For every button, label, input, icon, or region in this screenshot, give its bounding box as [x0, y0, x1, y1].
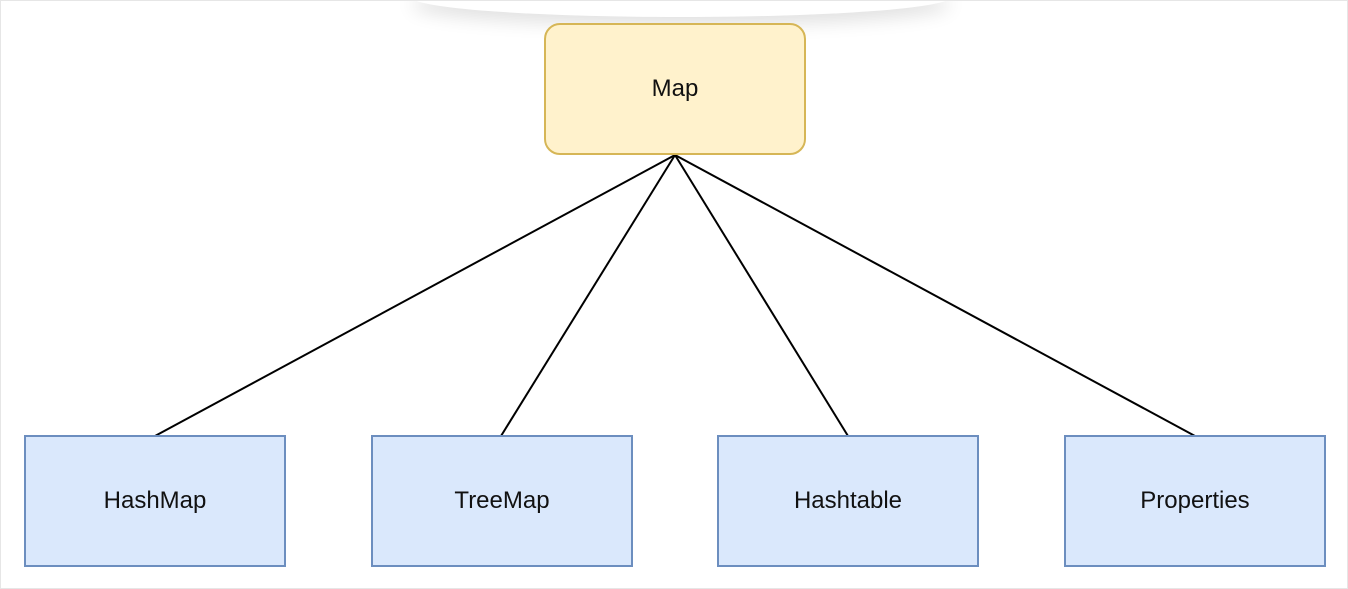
node-map[interactable]: Map [544, 23, 806, 155]
edge-map-hashtable [674, 154, 849, 437]
edge-map-properties [674, 154, 1196, 437]
node-hashtable-label: Hashtable [793, 487, 903, 514]
node-hashmap[interactable]: HashMap [24, 435, 286, 567]
node-properties[interactable]: Properties [1064, 435, 1326, 567]
node-treemap[interactable]: TreeMap [371, 435, 633, 567]
node-hashmap-label: HashMap [103, 487, 207, 514]
node-properties-label: Properties [1140, 487, 1250, 514]
edge-map-hashmap [154, 154, 676, 437]
node-map-label: Map [651, 75, 699, 102]
edge-map-treemap [500, 154, 676, 437]
node-hashtable[interactable]: Hashtable [717, 435, 979, 567]
node-treemap-label: TreeMap [454, 487, 550, 514]
